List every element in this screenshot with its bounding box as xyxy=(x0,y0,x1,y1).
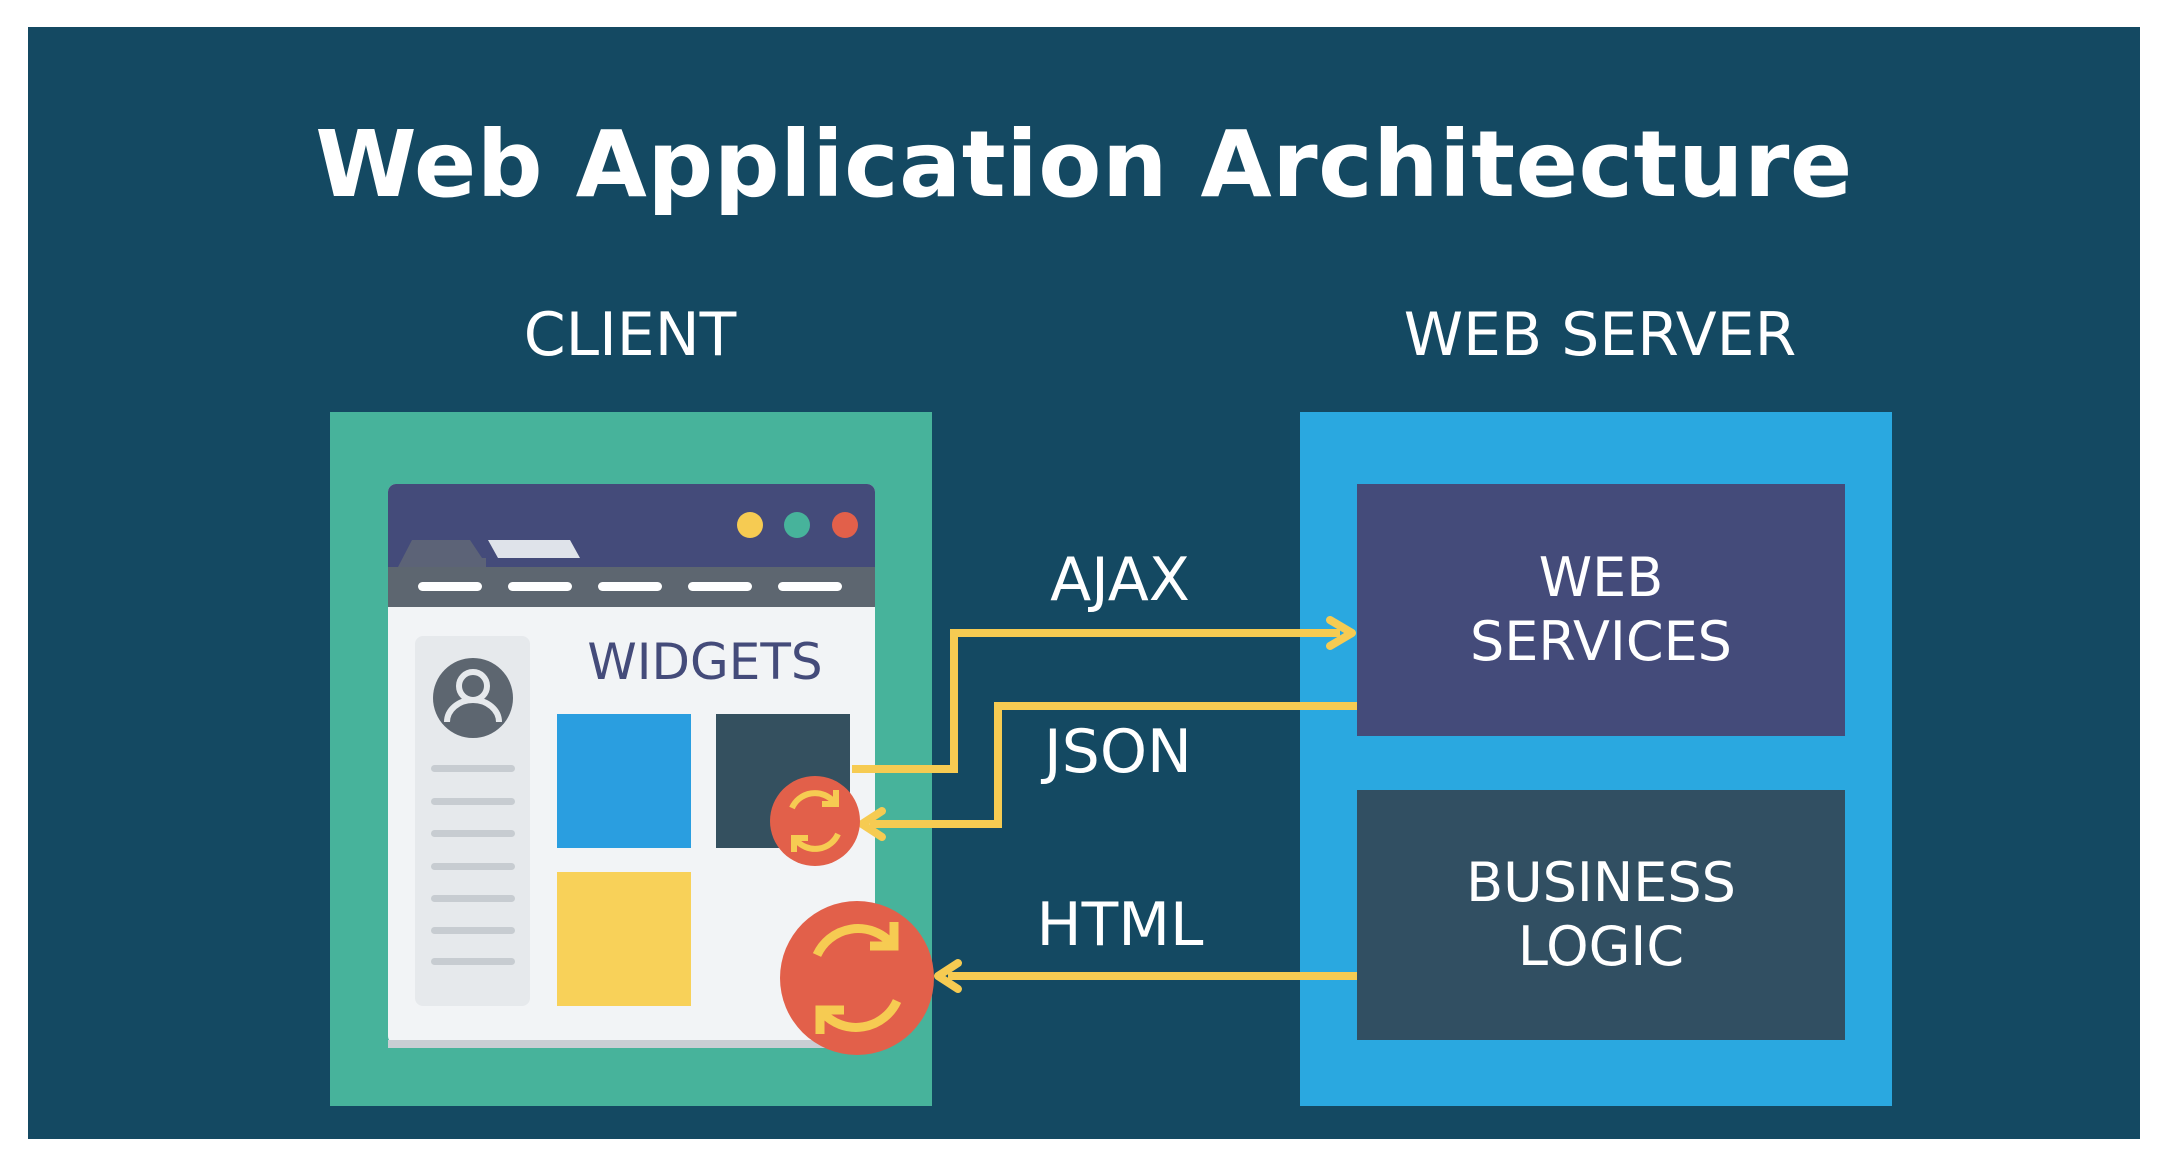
web-services-box: WEB SERVICES xyxy=(1357,484,1845,736)
browser-bottom-edge xyxy=(388,1040,875,1048)
business-logic-box: BUSINESS LOGIC xyxy=(1357,790,1845,1040)
json-label: JSON xyxy=(1044,717,1192,787)
html-label: HTML xyxy=(1036,890,1204,960)
client-label: CLIENT xyxy=(523,300,737,370)
business-logic-label: BUSINESS LOGIC xyxy=(1466,851,1736,978)
refresh-icon xyxy=(770,776,860,866)
html-arrowhead xyxy=(934,959,962,993)
ajax-label: AJAX xyxy=(1050,545,1190,615)
web-services-label: WEB SERVICES xyxy=(1470,546,1732,673)
browser-tab-inactive xyxy=(398,540,486,567)
web-server-label: WEB SERVER xyxy=(1403,300,1797,370)
browser-toolbar-dashes xyxy=(418,582,842,591)
ajax-arrowhead xyxy=(1326,616,1356,650)
browser-sidebar xyxy=(415,636,530,1006)
user-avatar-icon xyxy=(433,658,513,738)
data-flow-arrows xyxy=(852,629,1357,980)
sidebar-text-lines xyxy=(431,765,515,965)
refresh-icon xyxy=(780,901,934,1055)
widget-tile-blue xyxy=(557,714,691,848)
json-arrow-line xyxy=(870,702,1357,828)
window-control-dots-icon xyxy=(737,512,858,538)
json-arrowhead xyxy=(858,807,886,841)
widgets-label: WIDGETS xyxy=(587,633,823,691)
diagram-title: Web Application Architecture xyxy=(315,111,1853,218)
browser-tab-active xyxy=(488,540,580,558)
widget-tile-yellow xyxy=(557,872,691,1006)
ajax-arrow-line xyxy=(852,629,1340,773)
